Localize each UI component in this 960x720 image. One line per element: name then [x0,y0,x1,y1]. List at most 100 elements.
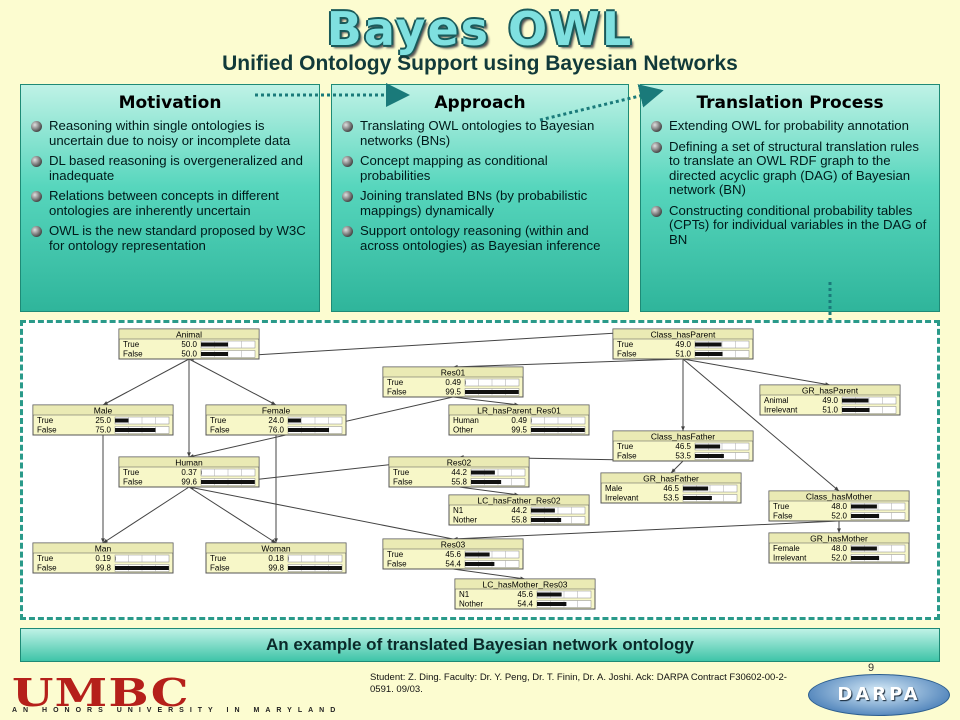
node-state-label: N1 [453,506,464,515]
state-bar-fill [695,352,723,356]
node-state-value: 99.5 [511,426,527,435]
node-state-label: Animal [764,396,789,405]
bullet-icon [342,121,353,132]
network-edge [102,358,190,406]
node-state-value: 46.5 [675,442,691,451]
network-edge [188,486,454,540]
node-state-label: False [123,350,143,359]
edge-arrowhead [271,538,276,543]
node-state-label: False [210,564,230,573]
bullet-icon [342,156,353,167]
diagram-caption: An example of translated Bayesian networ… [266,635,694,654]
node-state-value: 55.8 [451,478,467,487]
node-state-value: 0.37 [181,468,197,477]
arrow-approach-to-translation [539,84,664,122]
edge-arrowhead [837,528,841,533]
umbc-tagline: AN HONORS UNIVERSITY IN MARYLAND [12,707,342,714]
node-state-value: 99.8 [268,564,284,573]
node-state-value: 75.0 [95,426,111,435]
state-bar-fill [531,518,562,522]
node-state-value: 55.8 [511,516,527,525]
state-bar-fill [851,556,880,560]
edge-arrowhead [187,452,191,457]
state-bar-fill [288,418,301,423]
state-bar-fill [201,352,228,356]
node-state-value: 53.5 [675,452,691,461]
node-header [205,404,347,416]
node-title: Human [175,458,203,468]
node-state-value: 48.0 [831,502,847,511]
node-state-value: 0.49 [445,378,461,387]
node-state-label: True [210,554,227,563]
node-state-value: 54.4 [517,600,533,609]
node-title: GR_hasParent [802,386,859,396]
list-item-text: DL based reasoning is overgeneralized an… [49,153,303,183]
node-title: LC_hasFather_Res02 [477,496,560,506]
list-item: Relations between concepts in different … [29,188,311,218]
state-bar-fill [537,602,567,606]
credits-text: Student: Z. Ding. Faculty: Dr. Y. Peng, … [370,672,787,695]
node-state-value: 45.6 [517,590,533,599]
node-state-value: 44.2 [451,468,467,477]
list-item-text: Constructing conditional probability tab… [669,202,927,247]
node-header [759,384,901,396]
node-state-label: Nother [459,600,483,609]
node-title: Res03 [441,540,466,550]
list-item: Support ontology reasoning (within and a… [340,223,620,253]
list-item-text: Defining a set of structural translation… [669,138,919,197]
node-title: Animal [176,330,202,340]
edge-arrowhead [271,401,276,405]
node-header [612,328,754,340]
bullet-icon [342,226,353,237]
node-title: Class_hasMother [806,492,872,502]
node-state-label: True [387,550,404,559]
bullet-icon [31,156,42,167]
state-bar-fill [288,566,342,570]
node-state-value: 25.0 [95,416,111,425]
node-state-label: False [387,388,407,397]
list-item: Constructing conditional probability tab… [649,202,931,248]
network-edge [452,396,520,406]
node-state-label: True [210,416,227,425]
bullet-icon [31,121,42,132]
state-bar-fill [695,342,722,347]
list-item-text: Support ontology reasoning (within and a… [360,223,601,253]
node-state-label: N1 [459,590,470,599]
state-bar-fill [471,480,502,484]
node-state-value: 49.0 [822,396,838,405]
node-state-label: Male [605,484,623,493]
node-header [382,538,524,550]
edge-arrowhead [103,538,108,543]
node-state-value: 99.8 [95,564,111,573]
node-state-value: 49.0 [675,340,691,349]
state-bar-fill [531,418,532,423]
node-header [382,366,524,378]
state-bar-fill [851,514,880,518]
panel-motivation: Motivation Reasoning within single ontol… [20,84,320,312]
node-state-label: Irrelevant [605,494,639,503]
panel-heading: Approach [434,93,526,113]
node-title: Male [94,406,113,416]
node-state-value: 24.0 [268,416,284,425]
node-state-value: 0.18 [268,554,284,563]
node-state-label: True [123,340,140,349]
node-state-label: True [37,554,54,563]
